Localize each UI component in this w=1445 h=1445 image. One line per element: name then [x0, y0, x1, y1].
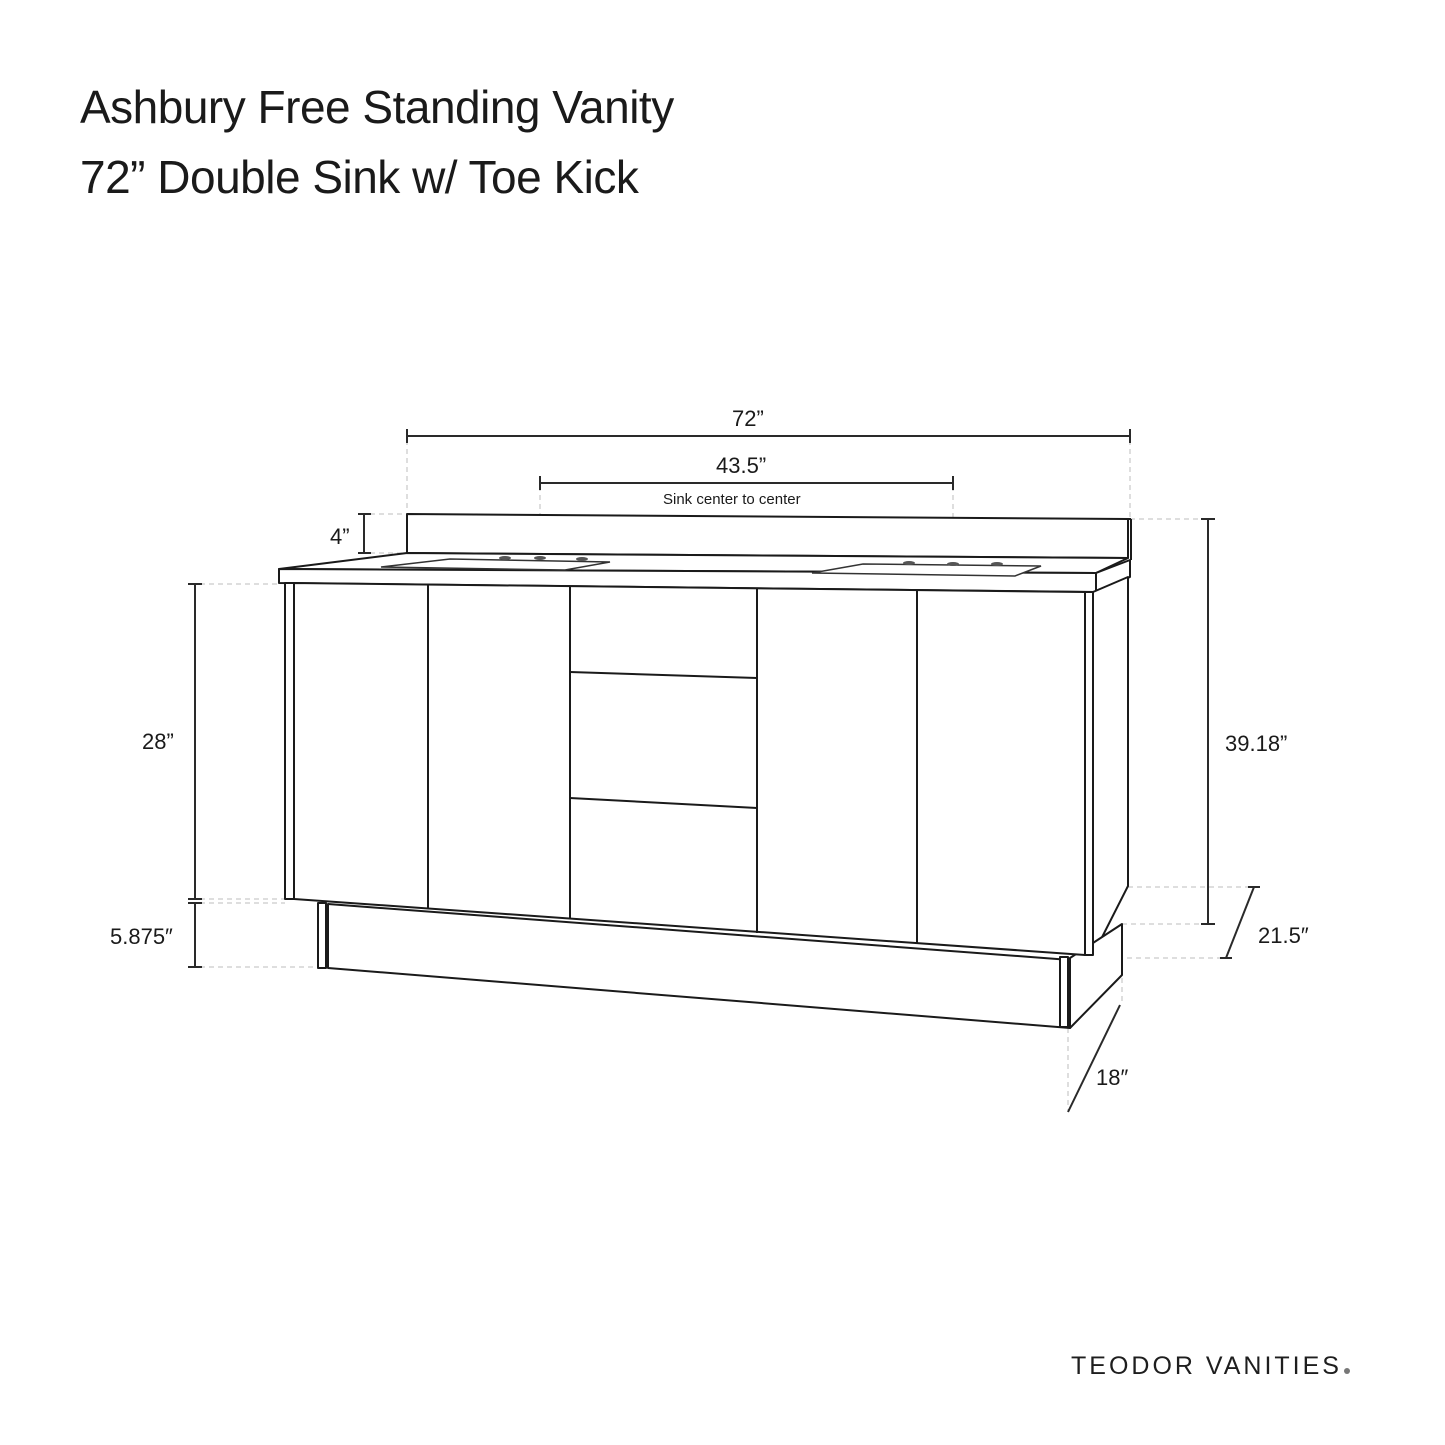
dim-overall-height: 39.18”: [1225, 731, 1288, 756]
dim-cabinet-depth: 18″: [1096, 1065, 1129, 1090]
title-product-variant: 72” Double Sink w/ Toe Kick: [80, 151, 639, 203]
sinks: [380, 558, 1042, 577]
faucet-hole-icon: [947, 562, 959, 566]
dim-cabinet-height: 28”: [142, 729, 174, 754]
dim-top-depth: 21.5″: [1258, 923, 1309, 948]
title-product-name: Ashbury Free Standing Vanity: [80, 81, 674, 133]
faucet-hole-icon: [903, 561, 915, 565]
vanity-outline: [278, 513, 1132, 1029]
right-stile: [1084, 591, 1094, 956]
faucet-hole-icon: [576, 557, 588, 561]
cabinet-face: [293, 582, 1086, 956]
dim-toe-kick-height: 5.875″: [110, 924, 173, 949]
cabinet-side-panel: [1092, 576, 1129, 956]
countertop-side: [1095, 559, 1131, 593]
dim-backsplash-height: 4”: [330, 524, 350, 549]
faucet-hole-icon: [534, 556, 546, 560]
faucet-hole-icon: [991, 562, 1003, 566]
dimension-lines: [188, 429, 1260, 1113]
backsplash: [406, 513, 1129, 559]
faucet-holes: [499, 556, 1003, 566]
right-leg: [1059, 956, 1069, 1028]
sink-right: [811, 563, 1042, 577]
faucet-hole-icon: [499, 556, 511, 560]
dim-overall-width: 72”: [732, 406, 764, 431]
toe-kick-front: [327, 903, 1071, 1029]
sink-left: [380, 558, 611, 571]
brand-name: TEODOR VANITIES: [1071, 1352, 1342, 1380]
left-stile: [284, 582, 295, 900]
brand-logo: TEODOR VANITIES: [1071, 1352, 1350, 1381]
dim-sink-spacing: 43.5”: [716, 453, 767, 478]
left-leg: [317, 902, 327, 969]
registered-icon: [1343, 1368, 1350, 1374]
dim-sink-spacing-note: Sink center to center: [663, 491, 801, 508]
